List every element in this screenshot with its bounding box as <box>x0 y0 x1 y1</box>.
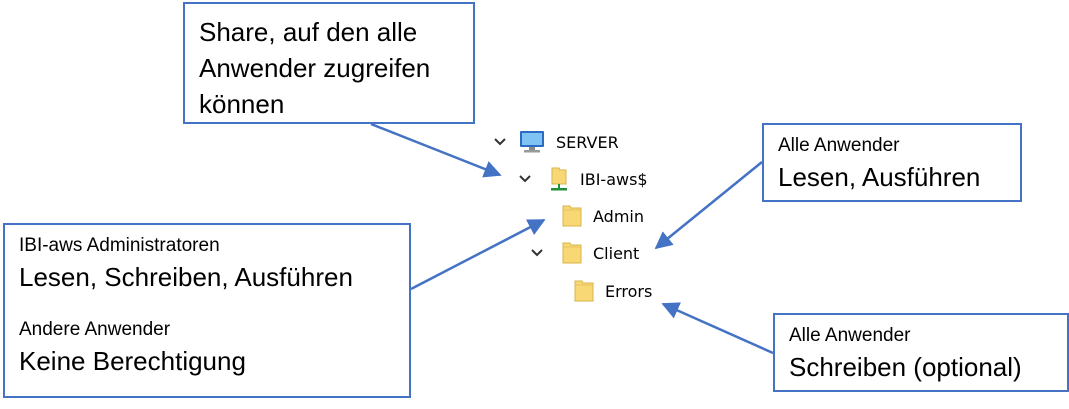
tree-item-server[interactable]: SERVER <box>518 128 619 156</box>
callout-share-line-2: Anwender zugreifen <box>199 53 431 83</box>
folder-icon <box>562 205 582 227</box>
callout-client-permissions: Alle Anwender Lesen, Ausführen <box>762 123 1022 202</box>
errors-users-title: Alle Anwender <box>789 325 911 346</box>
chevron-down-icon[interactable] <box>492 134 508 150</box>
tree-label-admin: Admin <box>593 206 644 226</box>
tree-label-client: Client <box>593 243 640 263</box>
arrow-client-callout-to-client <box>654 161 763 250</box>
callout-share-line-1: Share, auf den alle <box>199 17 418 47</box>
chevron-down-icon[interactable] <box>517 171 533 187</box>
client-users-title: Alle Anwender <box>778 135 900 156</box>
other-users-title: Andere Anwender <box>19 319 171 340</box>
tree-item-ibi-aws-share[interactable]: IBI-aws$ <box>548 165 648 193</box>
callout-share-line-3: können <box>199 89 285 119</box>
network-share-icon <box>551 167 567 191</box>
callout-errors-permissions: Alle Anwender Schreiben (optional) <box>773 313 1069 392</box>
arrow-errors-callout-to-errors <box>661 302 774 355</box>
callout-admin-permissions: IBI-aws Administratoren Lesen, Schreiben… <box>3 223 411 398</box>
client-users-rights: Lesen, Ausführen <box>778 162 981 192</box>
other-users-rights: Keine Berechtigung <box>19 346 246 376</box>
tree-item-errors[interactable]: Errors <box>573 277 652 305</box>
folder-icon <box>574 280 594 302</box>
folder-icon <box>562 242 582 264</box>
admin-group-title: IBI-aws Administratoren <box>19 235 220 256</box>
arrow-share-to-ibi-aws <box>370 122 502 178</box>
tree-label-errors: Errors <box>605 281 653 301</box>
tree-label-server: SERVER <box>556 132 619 152</box>
admin-group-rights: Lesen, Schreiben, Ausführen <box>19 262 353 292</box>
tree-item-client[interactable]: Client <box>561 239 639 267</box>
chevron-down-icon[interactable] <box>529 245 545 261</box>
tree-label-ibi-aws: IBI-aws$ <box>580 169 648 189</box>
callout-share-description: Share, auf den alle Anwender zugreifen k… <box>183 2 475 124</box>
tree-item-admin[interactable]: Admin <box>561 202 644 230</box>
errors-users-rights: Schreiben (optional) <box>789 352 1022 382</box>
arrow-admin-callout-to-admin <box>410 218 546 291</box>
computer-icon <box>520 131 544 153</box>
